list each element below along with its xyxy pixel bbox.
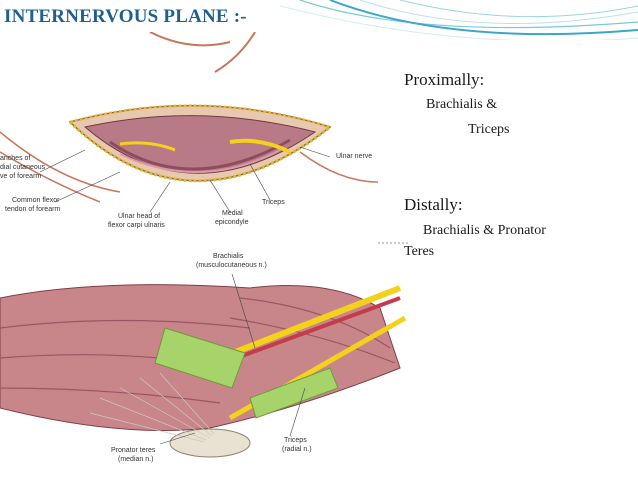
slide-title: INTERNERVOUS PLANE :- [4,6,247,27]
label-medial-epicondyle-1: Medial [222,210,243,217]
label-medial-epicondyle-2: epicondyle [215,219,249,226]
label-brachialis-2: (musculocutaneous n.) [196,262,267,269]
incision-illustration: anches of dial cutaneous ve of forearm C… [0,31,379,250]
label-pronator-2: (median n.) [118,456,153,463]
label-common-flexor-1: Common flexor [12,197,60,204]
label-triceps-1: Triceps [284,437,307,444]
title-band: INTERNERVOUS PLANE :- [0,0,638,40]
anatomy-figure-bottom: Brachialis (musculocutaneous n.) Pronato… [0,238,410,479]
label-common-flexor-2: tendon of forearm [5,206,60,213]
muscle-illustration: Brachialis (musculocutaneous n.) Pronato… [0,238,410,479]
distally-line-2: Teres [404,244,435,259]
distally-heading: Distally: [404,195,463,214]
label-triceps-2: (radial n.) [282,446,312,453]
label-pronator-1: Pronator teres [111,447,156,454]
decorative-curves [279,0,638,40]
proximally-line-2: Triceps [468,122,510,137]
plane-marker-distal [249,367,339,419]
label-triceps: Triceps [262,199,285,206]
label-branches-3: ve of forearm [0,173,41,180]
proximally-line-1: Brachialis & [426,97,498,112]
label-branches-1: anches of [0,155,30,162]
label-ulnar-head-1: Ulnar head of [118,213,160,220]
label-brachialis-1: Brachialis [213,253,244,260]
distally-line-1: Brachialis & Pronator [423,223,546,238]
label-ulnar-head-2: flexor carpi ulnaris [108,222,165,229]
label-ulnar-nerve: Ulnar nerve [336,153,372,160]
label-branches-2: dial cutaneous [0,164,46,171]
anatomy-figure-top: anches of dial cutaneous ve of forearm C… [0,31,379,250]
proximally-heading: Proximally: [404,70,485,89]
plane-marker-proximal [154,327,246,389]
